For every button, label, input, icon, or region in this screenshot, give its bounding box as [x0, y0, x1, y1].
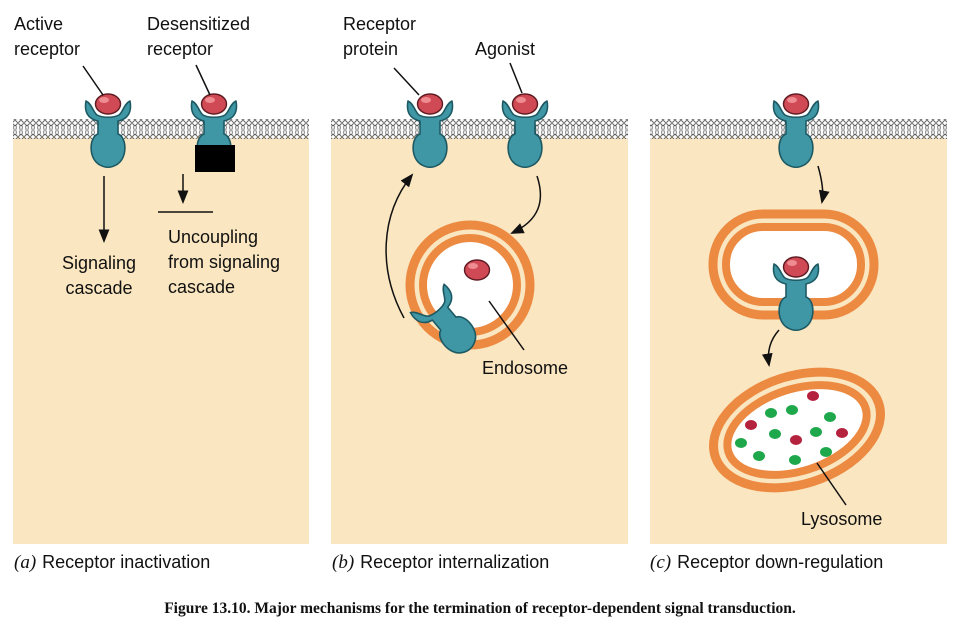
- lysosome-contents: [735, 391, 848, 465]
- down-arrow-2: [761, 329, 780, 368]
- panel-a-membrane: [13, 119, 309, 139]
- label-receptor-line1: Receptor: [343, 14, 416, 34]
- lysosome-particle: [745, 420, 757, 430]
- label-active-line1: Active: [14, 14, 63, 34]
- lysosome-particle: [786, 405, 798, 415]
- caption-panel-b: (b) Receptor internalization: [332, 552, 549, 573]
- figure-caption: Figure 13.10. Major mechanisms for the t…: [164, 600, 796, 617]
- desensitized-receptor-leader: [195, 64, 211, 96]
- panel-b: Receptor protein Agonist Endosome: [343, 14, 568, 378]
- agonist-leader: [509, 62, 523, 94]
- label-lysosome: Lysosome: [801, 509, 882, 529]
- caption-b-letter: (b): [332, 552, 354, 573]
- caption-a-letter: (a): [14, 552, 36, 573]
- active-receptor-leader: [82, 65, 104, 96]
- recycle-arrow: [385, 173, 414, 319]
- label-endosome: Endosome: [482, 358, 568, 378]
- lysosome-particle: [836, 428, 848, 438]
- lysosome-particle: [790, 435, 802, 445]
- endosome-leader: [488, 300, 525, 351]
- vesicle-agonist: [782, 256, 810, 278]
- panel-c: Lysosome: [708, 93, 885, 529]
- panel-a-background: [13, 136, 309, 544]
- label-signaling-line1: Signaling: [62, 253, 136, 273]
- label-desensitized-line1: Desensitized: [147, 14, 250, 34]
- caption-b-text: Receptor internalization: [360, 552, 549, 572]
- lysosome-particle: [753, 451, 765, 461]
- lysosome-particle: [769, 429, 781, 439]
- label-uncoupling-line1: Uncoupling: [168, 227, 258, 247]
- caption-c-text: Receptor down-regulation: [677, 552, 883, 572]
- endosome-agonist: [463, 259, 491, 281]
- label-uncoupling-line2: from signaling: [168, 252, 280, 272]
- agonist: [511, 93, 539, 115]
- active-receptor-agonist: [94, 93, 122, 115]
- caption-c-letter: (c): [650, 552, 671, 573]
- blocking-protein: [195, 145, 235, 172]
- label-agonist: Agonist: [475, 39, 535, 59]
- down-arrow-1: [817, 165, 830, 204]
- caption-panel-c: (c) Receptor down-regulation: [650, 552, 883, 573]
- lysosome-particle: [789, 455, 801, 465]
- lysosome-particle: [735, 438, 747, 448]
- lysosome-particle: [765, 408, 777, 418]
- label-receptor-line2: protein: [343, 39, 398, 59]
- panel-a: Active receptor Desensitized receptor Si…: [14, 14, 280, 298]
- caption-a-text: Receptor inactivation: [42, 552, 210, 572]
- lysosome-leader: [816, 462, 847, 506]
- label-desensitized-line2: receptor: [147, 39, 213, 59]
- lysosome-particle: [824, 412, 836, 422]
- lysosome-particle: [820, 447, 832, 457]
- lysosome-particle: [810, 427, 822, 437]
- receptor-protein-agonist: [416, 93, 444, 115]
- internalize-arrow: [510, 175, 542, 234]
- lysosome-particle: [807, 391, 819, 401]
- receptor-protein-leader: [393, 67, 420, 96]
- label-signaling-line2: cascade: [65, 278, 132, 298]
- caption-panel-a: (a) Receptor inactivation: [14, 552, 210, 573]
- label-active-line2: receptor: [14, 39, 80, 59]
- desensitized-receptor-agonist: [200, 93, 228, 115]
- lysosome-outer-membrane: [709, 367, 885, 493]
- surface-receptor-agonist: [782, 93, 810, 115]
- panel-b-membrane: [331, 119, 628, 139]
- label-uncoupling-line3: cascade: [168, 277, 235, 297]
